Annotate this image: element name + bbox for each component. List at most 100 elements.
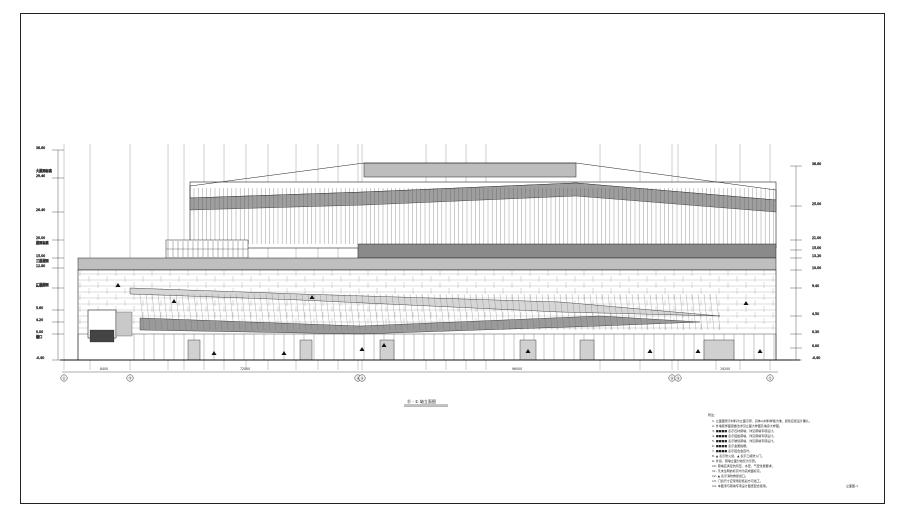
slat [529, 293, 535, 331]
elevation-title-text: ㉑ - ① 轴立面图 [407, 398, 436, 404]
slat [601, 293, 607, 331]
slat [469, 293, 475, 331]
slat [211, 293, 217, 331]
fire-triangle [743, 301, 749, 305]
slat [703, 293, 709, 331]
bottom-dimension: 8400 72000 96000 19200 [62, 367, 778, 373]
axis-bubble [674, 374, 682, 382]
slat [199, 293, 205, 331]
left-level-name: 二层屋面 [36, 282, 49, 287]
level-label: -0.60 [36, 356, 44, 360]
slat [145, 293, 151, 331]
slat [499, 293, 505, 331]
level-label: 9.40 [36, 284, 43, 288]
note-line: 2. 外墙装饰面层做法详见立面大样图及墙身大样图。 [712, 423, 782, 428]
slat [535, 293, 541, 331]
fire-triangle [757, 349, 763, 353]
slat [697, 293, 703, 331]
slat [577, 293, 583, 331]
level-label: 15.00 [812, 246, 821, 250]
slat [217, 293, 223, 331]
slat [439, 293, 445, 331]
slat [607, 293, 613, 331]
slat [649, 293, 655, 331]
slat [679, 293, 685, 331]
slat [187, 293, 193, 331]
fire-triangle [525, 349, 531, 353]
note-line: 13. 门窗尺寸应现场复核后方可加工。 [712, 478, 763, 483]
slat [265, 293, 271, 331]
slat [361, 293, 367, 331]
axis-bubble-label: ㉑ [62, 375, 66, 380]
slat [301, 293, 307, 331]
level-label: 12.80 [36, 264, 45, 268]
slat [595, 293, 601, 331]
slat [559, 293, 565, 331]
note-line: 1. 立面图所示材料为立面示意，具体以材料样板为准，颜色应经设计确认。 [712, 418, 812, 423]
left-level-name: 三层屋面 [36, 258, 49, 263]
slat [451, 293, 457, 331]
left-level-column: 36.6029.4026.4020.0015.0012.809.405.604.… [36, 146, 64, 361]
podium [77, 257, 777, 361]
dim-text-2: 72000 [240, 367, 250, 371]
slat [511, 293, 517, 331]
fire-triangle [381, 343, 387, 347]
slat [685, 293, 691, 331]
slat [673, 293, 679, 331]
level-label: 0.00 [812, 344, 819, 348]
slat [343, 293, 349, 331]
fire-triangle [115, 283, 121, 287]
slat [319, 293, 325, 331]
axis-bubble-label: ⑱ [356, 375, 360, 380]
slat [655, 293, 661, 331]
level-label: 20.00 [36, 236, 45, 240]
sheet-number: 立面图-1 [846, 483, 858, 488]
slat [463, 293, 469, 331]
axis-bubble [126, 374, 134, 382]
level-label: 9.40 [812, 284, 819, 288]
slat [259, 293, 265, 331]
door [379, 339, 395, 361]
level-label: 4.50 [812, 312, 819, 316]
note-line: 12. ▲ 表示消防救援窗口。 [712, 473, 748, 478]
slat [637, 293, 643, 331]
fire-triangle [359, 347, 365, 351]
slat [307, 293, 313, 331]
slat [283, 293, 289, 331]
slat [313, 293, 319, 331]
level-label: 10.00 [812, 266, 821, 270]
axis-bubble-label: ⑬ [676, 375, 680, 380]
axis-bubble-label: ⑫ [768, 375, 772, 380]
left-level-name: 屋面标高 [36, 240, 49, 245]
level-label: 21.00 [812, 236, 821, 240]
fire-triangle [695, 349, 701, 353]
fire-triangle [171, 299, 177, 303]
slat [229, 293, 235, 331]
dim-text-4: 19200 [720, 367, 730, 371]
right-level-column: 36.6025.0021.0015.0013.2010.009.404.500.… [790, 162, 821, 361]
slat [235, 293, 241, 331]
slat [367, 293, 373, 331]
note-line: 9. 外窗、幕墙立面分格仅为示意。 [712, 458, 758, 463]
slat [349, 293, 355, 331]
slat [385, 293, 391, 331]
slat [589, 293, 595, 331]
slat [565, 293, 571, 331]
slat [553, 293, 559, 331]
left-level-name: 檐口 [36, 334, 42, 339]
door [703, 339, 735, 361]
note-line: 14. 本图须与幕墙专项设计图纸配合使用。 [712, 483, 769, 488]
slat [403, 293, 409, 331]
slat [583, 293, 589, 331]
axis-bubble [766, 374, 774, 382]
fire-triangle [281, 351, 287, 355]
slat [139, 293, 145, 331]
slat [631, 293, 637, 331]
slat [715, 293, 721, 331]
slat [271, 293, 277, 331]
slat [505, 293, 511, 331]
level-label: 26.40 [36, 208, 45, 212]
door [187, 339, 201, 361]
slat [571, 293, 577, 331]
